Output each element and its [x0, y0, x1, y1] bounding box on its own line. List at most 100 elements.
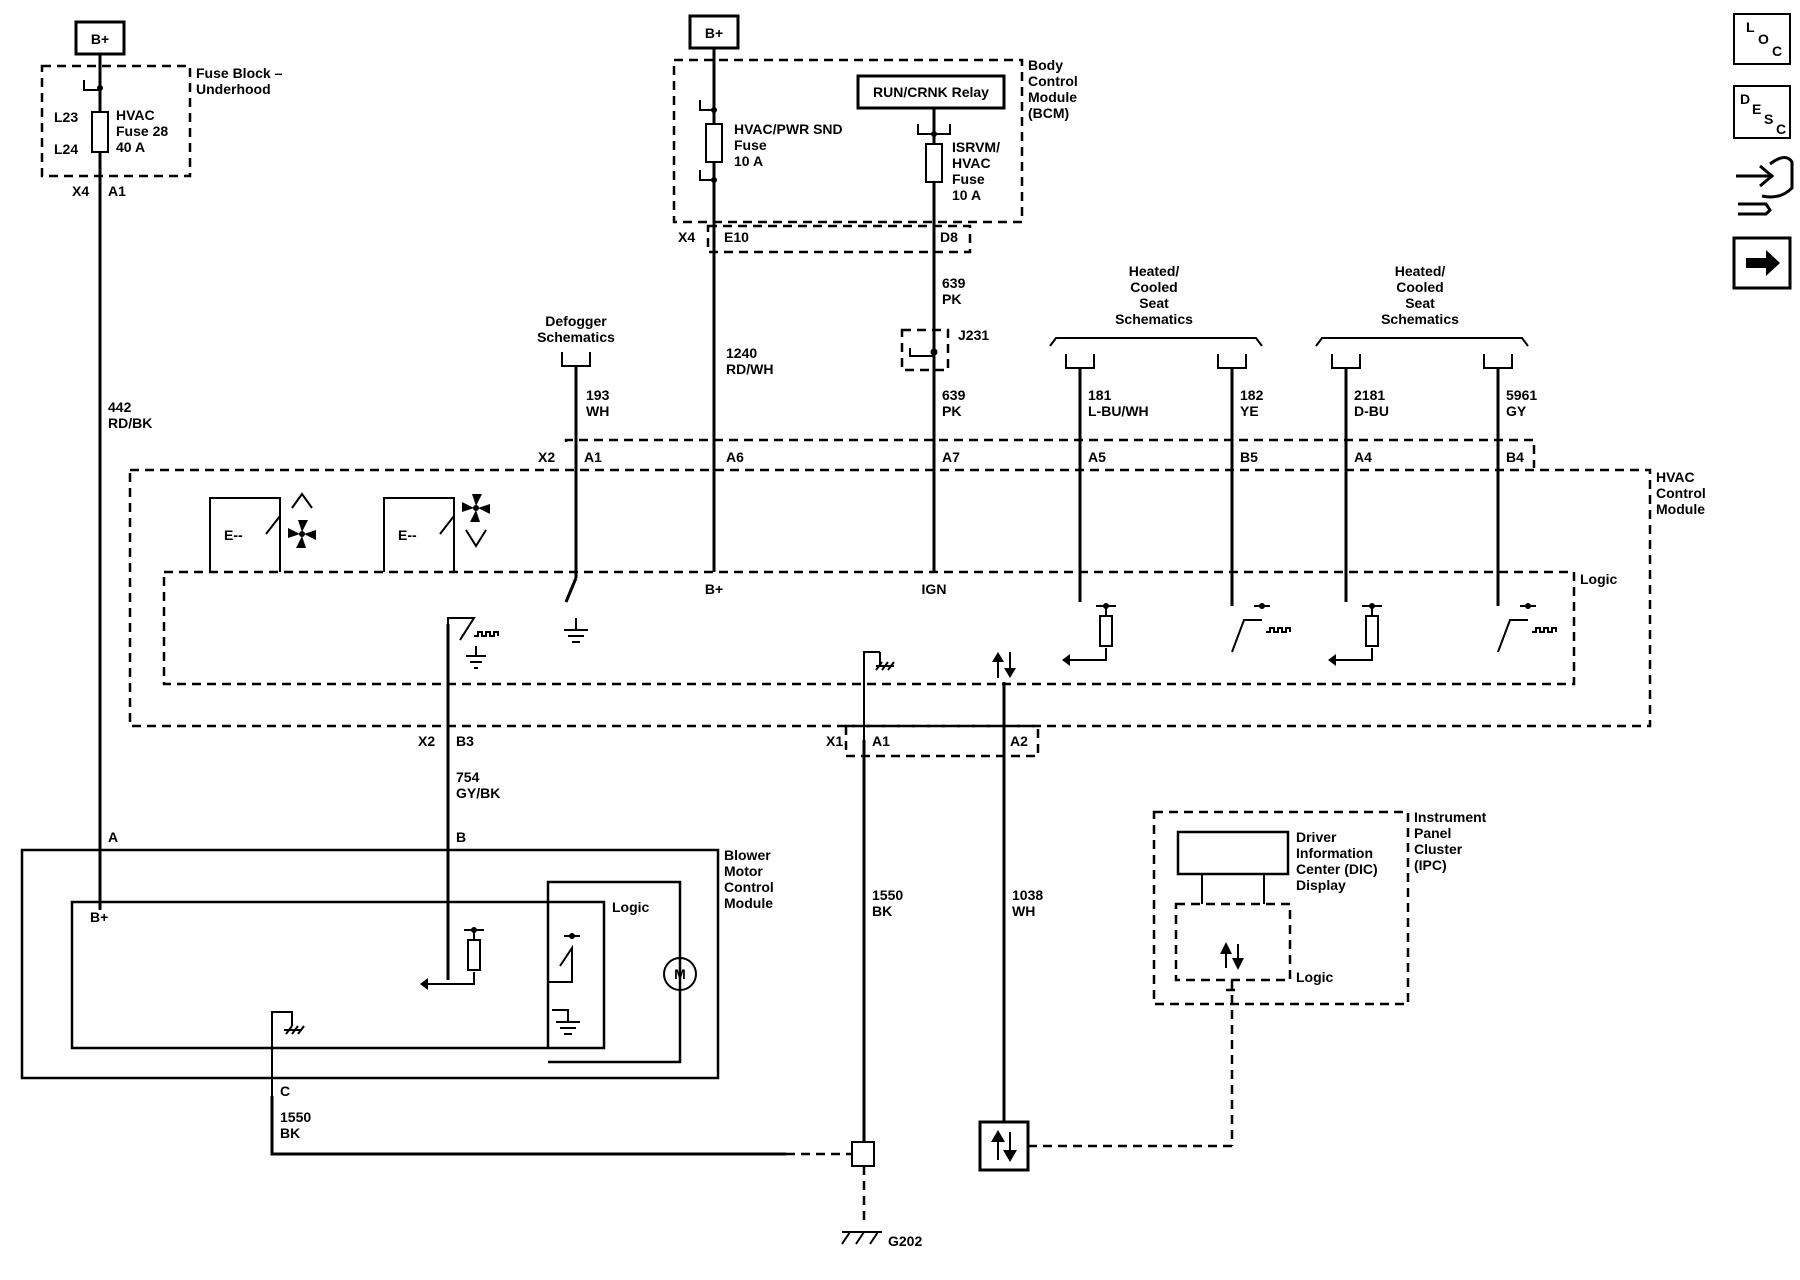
ground-g202-label: G202: [888, 1233, 922, 1249]
serial-data-junction: [978, 1120, 1232, 1172]
hvac-bplus-label: B+: [705, 581, 723, 597]
bcm-fuse2-label: Fuse: [952, 171, 985, 187]
wire-639b-number: 639: [942, 387, 966, 403]
serial-data-icon: [992, 652, 1016, 678]
pull-up-resistor-a5-icon: [1062, 603, 1116, 666]
wire-1550-blower: [270, 1096, 786, 1156]
seat-right-label-2: Cooled: [1396, 279, 1443, 295]
wire-442-color: RD/BK: [108, 415, 152, 431]
dic-label-2: Information: [1296, 845, 1373, 861]
hvac-pin-a1: A1: [584, 449, 602, 465]
instrument-panel-cluster: Instrument Panel Cluster (IPC) Driver In…: [1152, 809, 1487, 1146]
wire-193-color: WH: [586, 403, 609, 419]
blower-title-3: Control: [724, 879, 774, 895]
wire-181-color: L-BU/WH: [1088, 403, 1149, 419]
hvac-fuse-name: HVAC: [116, 107, 155, 123]
wire-181-number: 181: [1088, 387, 1112, 403]
hvac-pin-a6: A6: [726, 449, 744, 465]
bcm-title-4: (BCM): [1028, 105, 1069, 121]
bcm-fuse2-name-1: ISRVM/: [952, 139, 1000, 155]
blower-title-1: Blower: [724, 847, 771, 863]
bcm-connector: X4: [678, 229, 695, 245]
bcm-pin-e10: E10: [724, 229, 749, 245]
dic-label-3: Center (DIC): [1296, 861, 1378, 877]
seat-schematics-right: Heated/ Cooled Seat Schematics: [1315, 263, 1529, 369]
hvac-connector-x2-lower: X2: [418, 733, 435, 749]
desc-letter-e: E: [1752, 101, 1761, 117]
desc-letter-d: D: [1740, 91, 1750, 107]
blower-speed-down-switch: E--: [383, 494, 490, 572]
chevron-down-icon: [465, 529, 487, 548]
fuse-block-terminal-l23: L23: [54, 109, 78, 125]
hvac-connector-x1: X1: [826, 733, 843, 749]
switch-up-label: E--: [224, 527, 243, 543]
bcm-fuse2-rating: 10 A: [952, 187, 981, 203]
hvac-control-module: HVAC Control Module Logic X2 A1 A6 A7 A5…: [128, 438, 1706, 758]
hvac-connector-x2: X2: [538, 449, 555, 465]
hvac-pin-b5: B5: [1240, 449, 1258, 465]
ipc-logic-label: Logic: [1296, 969, 1334, 985]
dic-display: [1176, 830, 1290, 876]
fuse-block-title-2: Underhood: [196, 81, 271, 97]
wire-193-number: 193: [586, 387, 610, 403]
wire-1038-number: 1038: [1012, 887, 1043, 903]
blower-pin-a: A: [108, 829, 118, 845]
seat-left-label-3: Seat: [1139, 295, 1169, 311]
blower-ground-icon: [552, 1009, 580, 1035]
hvac-logic-label: Logic: [1580, 571, 1618, 587]
bcm-pin-d8: D8: [940, 229, 958, 245]
fuse-block-terminal-l24: L24: [54, 141, 78, 157]
pwm-input-b4-icon: [1497, 603, 1557, 653]
hvac-fuse-rating: 40 A: [116, 139, 145, 155]
hvac-title-2: Control: [1656, 485, 1706, 501]
splice-j231-label: J231: [958, 327, 989, 343]
loc-letter-o: O: [1758, 31, 1769, 47]
hvac-pin-b4: B4: [1506, 449, 1524, 465]
nav-location-button[interactable]: L O C: [1733, 13, 1791, 65]
fuse-block-title-1: Fuse Block –: [196, 65, 283, 81]
wire-1550b-number: 1550: [280, 1109, 311, 1125]
hvac-pin-a5: A5: [1088, 449, 1106, 465]
bcm-fuse1-name: HVAC/PWR SND: [734, 121, 843, 137]
seat-right-label-1: Heated/: [1395, 263, 1446, 279]
desc-letter-c: C: [1776, 121, 1786, 137]
next-page-arrow-icon[interactable]: [1732, 236, 1792, 290]
wire-182-number: 182: [1240, 387, 1264, 403]
wire-2181-color: D-BU: [1354, 403, 1389, 419]
chevron-up-icon: [291, 492, 313, 509]
ipc-title-3: Cluster: [1414, 841, 1463, 857]
ipc-title-4: (IPC): [1414, 857, 1447, 873]
bcm-title-3: Module: [1028, 89, 1077, 105]
bplus-bcm-label: B+: [705, 25, 723, 41]
wire-1240-color: RD/WH: [726, 361, 773, 377]
ground-g202: G202: [841, 1141, 922, 1249]
nav-description-button[interactable]: D E S C: [1733, 85, 1791, 139]
wire-5961-number: 5961: [1506, 387, 1537, 403]
desc-letter-s: S: [1764, 111, 1773, 127]
loc-letter-l: L: [1746, 19, 1755, 35]
loc-letter-c: C: [1772, 43, 1782, 59]
blower-chassis-ground-icon: [271, 1011, 305, 1096]
connector-end-view-icon[interactable]: [1736, 156, 1794, 216]
hvac-ign-label: IGN: [922, 581, 947, 597]
wire-1550a-number: 1550: [872, 887, 903, 903]
hvac-pin-b3: B3: [456, 733, 474, 749]
ipc-title-2: Panel: [1414, 825, 1451, 841]
bcm-fuse1-label: Fuse: [734, 137, 767, 153]
ipc-serial-data-icon: [1220, 942, 1244, 970]
blower-pull-up-resistor-icon: [420, 927, 484, 990]
run-crnk-relay: [856, 74, 1006, 110]
pwm-input-b5-icon: [1231, 603, 1291, 653]
bcm-title-2: Control: [1028, 73, 1078, 89]
dic-label-4: Display: [1296, 877, 1346, 893]
seat-left-label-4: Schematics: [1115, 311, 1193, 327]
dic-label-1: Driver: [1296, 829, 1337, 845]
blower-title-2: Motor: [724, 863, 763, 879]
defogger-connector-icon: [561, 352, 591, 367]
wire-1550a-color: BK: [872, 903, 892, 919]
seat-right-label-4: Schematics: [1381, 311, 1459, 327]
hvac-pin-a4: A4: [1354, 449, 1372, 465]
blower-pin-c: C: [280, 1083, 290, 1099]
wire-2181-number: 2181: [1354, 387, 1385, 403]
blower-bplus-label: B+: [90, 909, 108, 925]
